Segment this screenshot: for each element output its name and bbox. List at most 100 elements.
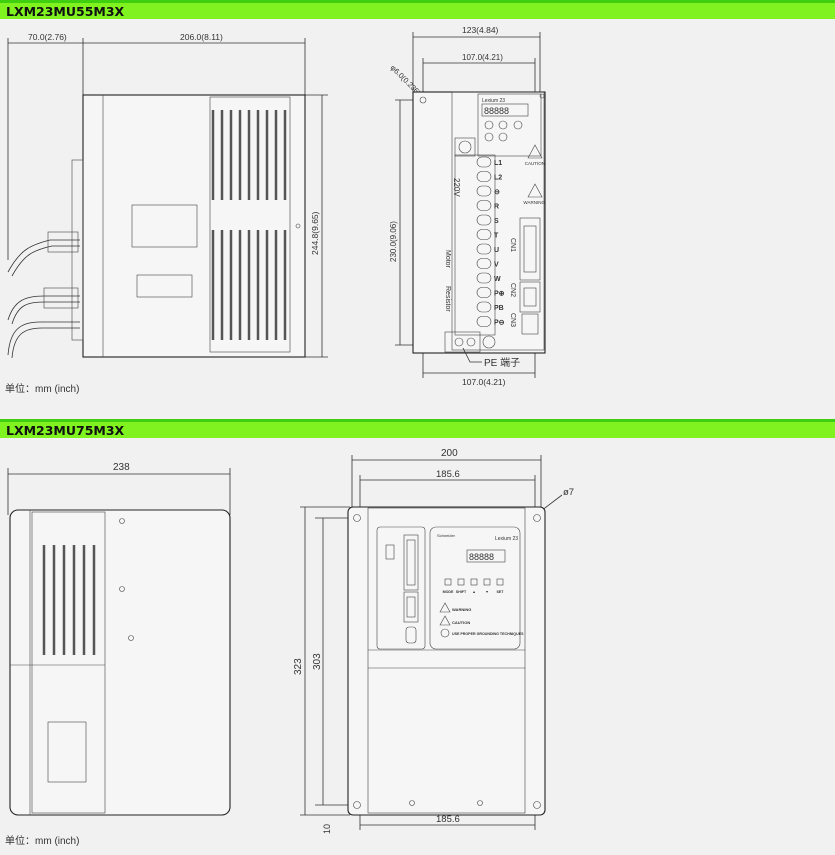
caution-label: CAUTION	[525, 161, 545, 166]
terminal-screw-icon	[476, 301, 492, 313]
panel-key[interactable]: ▲	[470, 578, 478, 594]
connector-cn2: CN2	[509, 283, 516, 297]
panel-display: 88888	[469, 552, 494, 562]
dim-width: 123(4.84)	[462, 25, 499, 35]
terminal-screw-icon	[476, 258, 492, 269]
terminal: S	[476, 214, 499, 226]
key-label: MODE	[443, 590, 454, 594]
terminal: P⊕	[476, 287, 505, 298]
terminal-screw-icon	[476, 171, 492, 182]
terminal: P⊖	[476, 316, 505, 327]
section-title: LXM23MU55M3X	[6, 4, 125, 19]
terminal: T	[476, 229, 499, 240]
terminal-label: V	[494, 262, 499, 269]
panel-display: 88888	[484, 106, 509, 116]
terminal-label: U	[494, 247, 499, 254]
terminal-label: S	[494, 218, 499, 225]
side-view	[7, 94, 306, 359]
terminal-screw-icon	[476, 200, 492, 211]
warning-label: WARNING	[523, 200, 545, 205]
dim-rear: 70.0(2.76)	[28, 32, 67, 42]
connector-cn3: CN3	[509, 313, 516, 327]
dim-depth: 238	[113, 462, 130, 473]
section-header-lxm23mu55m3x: LXM23MU55M3X	[0, 0, 835, 19]
terminal-label: W	[494, 276, 501, 283]
terminal-label: PB	[494, 305, 504, 312]
panel-key[interactable]: ▼	[483, 578, 491, 594]
terminal-label: ⊖	[494, 189, 500, 196]
terminal-label: R	[494, 204, 499, 211]
group-resistor: Resistor	[444, 286, 451, 312]
dim-height: 244.8(9.65)	[310, 211, 320, 255]
unit-note: 单位：mm (inch)	[5, 384, 80, 395]
key-label: ▼	[485, 590, 489, 594]
dim-mount-height: 230.0(9.06)	[389, 221, 398, 262]
group-220v: 220V	[452, 178, 461, 197]
terminal-screw-icon	[476, 156, 492, 168]
warning-label: WARNING	[452, 607, 471, 612]
pe-terminal-label: PE 端子	[484, 356, 520, 369]
key-button-icon	[444, 578, 452, 586]
section-header-lxm23mu75m3x: LXM23MU75M3X	[0, 419, 835, 438]
terminal-label: L2	[494, 175, 502, 182]
grounding-label: USE PROPER GROUNDING TECHNIQUES	[452, 632, 524, 636]
terminal-screw-icon	[476, 272, 492, 284]
schneider-logo-text: Schneider	[437, 533, 456, 538]
key-button-icon	[470, 578, 478, 586]
terminal-screw-icon	[476, 214, 492, 226]
group-motor: Motor	[444, 250, 451, 269]
side-view-dimensions: 70.0(2.76) 206.0(8.11) 244.8(9.65)	[7, 32, 328, 358]
key-button-icon	[496, 578, 504, 586]
dim-bottom-width: 107.0(4.21)	[462, 377, 506, 387]
terminal: U	[476, 243, 499, 255]
panel-key[interactable]: MODE	[443, 578, 454, 594]
dim-mount-width: 107.0(4.21)	[462, 53, 503, 62]
terminal-screw-icon	[476, 185, 492, 197]
section-title: LXM23MU75M3X	[6, 423, 125, 438]
terminal: W	[476, 272, 501, 284]
dim-bottom-offset: 10	[322, 824, 332, 834]
drawing-lxm23mu55m3x: 70.0(2.76) 206.0(8.11) 244.8(9.65) 123(4…	[7, 25, 546, 387]
terminal: ⊖	[476, 185, 500, 197]
unit-note: 单位：mm (inch)	[5, 836, 80, 847]
side-view	[9, 509, 231, 816]
terminal: L2	[476, 171, 502, 182]
dim-width: 200	[441, 448, 458, 459]
key-label: ▲	[472, 590, 476, 594]
caution-label: CAUTION	[452, 620, 470, 625]
key-button-icon	[483, 578, 491, 586]
front-view-dimensions: 200 185.6 ø7 323 303 10 185.6	[293, 448, 574, 834]
terminal-label: L1	[494, 160, 502, 167]
side-view-dimensions: 238	[7, 462, 231, 515]
terminal-label: P⊕	[494, 291, 505, 298]
key-button-icon	[457, 578, 465, 586]
terminal-label: P⊖	[494, 320, 505, 327]
terminal: L1	[476, 156, 502, 168]
terminal-screw-icon	[476, 316, 492, 327]
panel-key[interactable]: SHIFT	[456, 578, 467, 594]
dim-height: 323	[293, 658, 304, 675]
terminal-screw-icon	[476, 229, 492, 240]
panel-key[interactable]: SET	[496, 578, 505, 594]
connector-cn1: CN1	[509, 238, 516, 252]
terminal: PB	[476, 301, 504, 313]
terminal-label: T	[494, 233, 499, 240]
terminal: V	[476, 258, 499, 269]
key-label: SHIFT	[456, 590, 467, 594]
dim-depth: 206.0(8.11)	[180, 32, 223, 42]
key-label: SET	[497, 590, 505, 594]
drawing-lxm23mu75m3x: 238 200 185.6 ø7	[7, 448, 574, 834]
dim-bottom-width: 185.6	[436, 814, 460, 825]
panel-brand: Lexium 23	[495, 536, 518, 542]
dim-hole: ø7	[563, 487, 574, 498]
terminal: R	[476, 200, 499, 211]
terminal-screw-icon	[476, 287, 492, 298]
dim-mount-height: 303	[312, 653, 323, 670]
dim-mount-width: 185.6	[436, 469, 460, 480]
terminal-screw-icon	[476, 243, 492, 255]
panel-brand: Lexium 23	[482, 98, 505, 104]
